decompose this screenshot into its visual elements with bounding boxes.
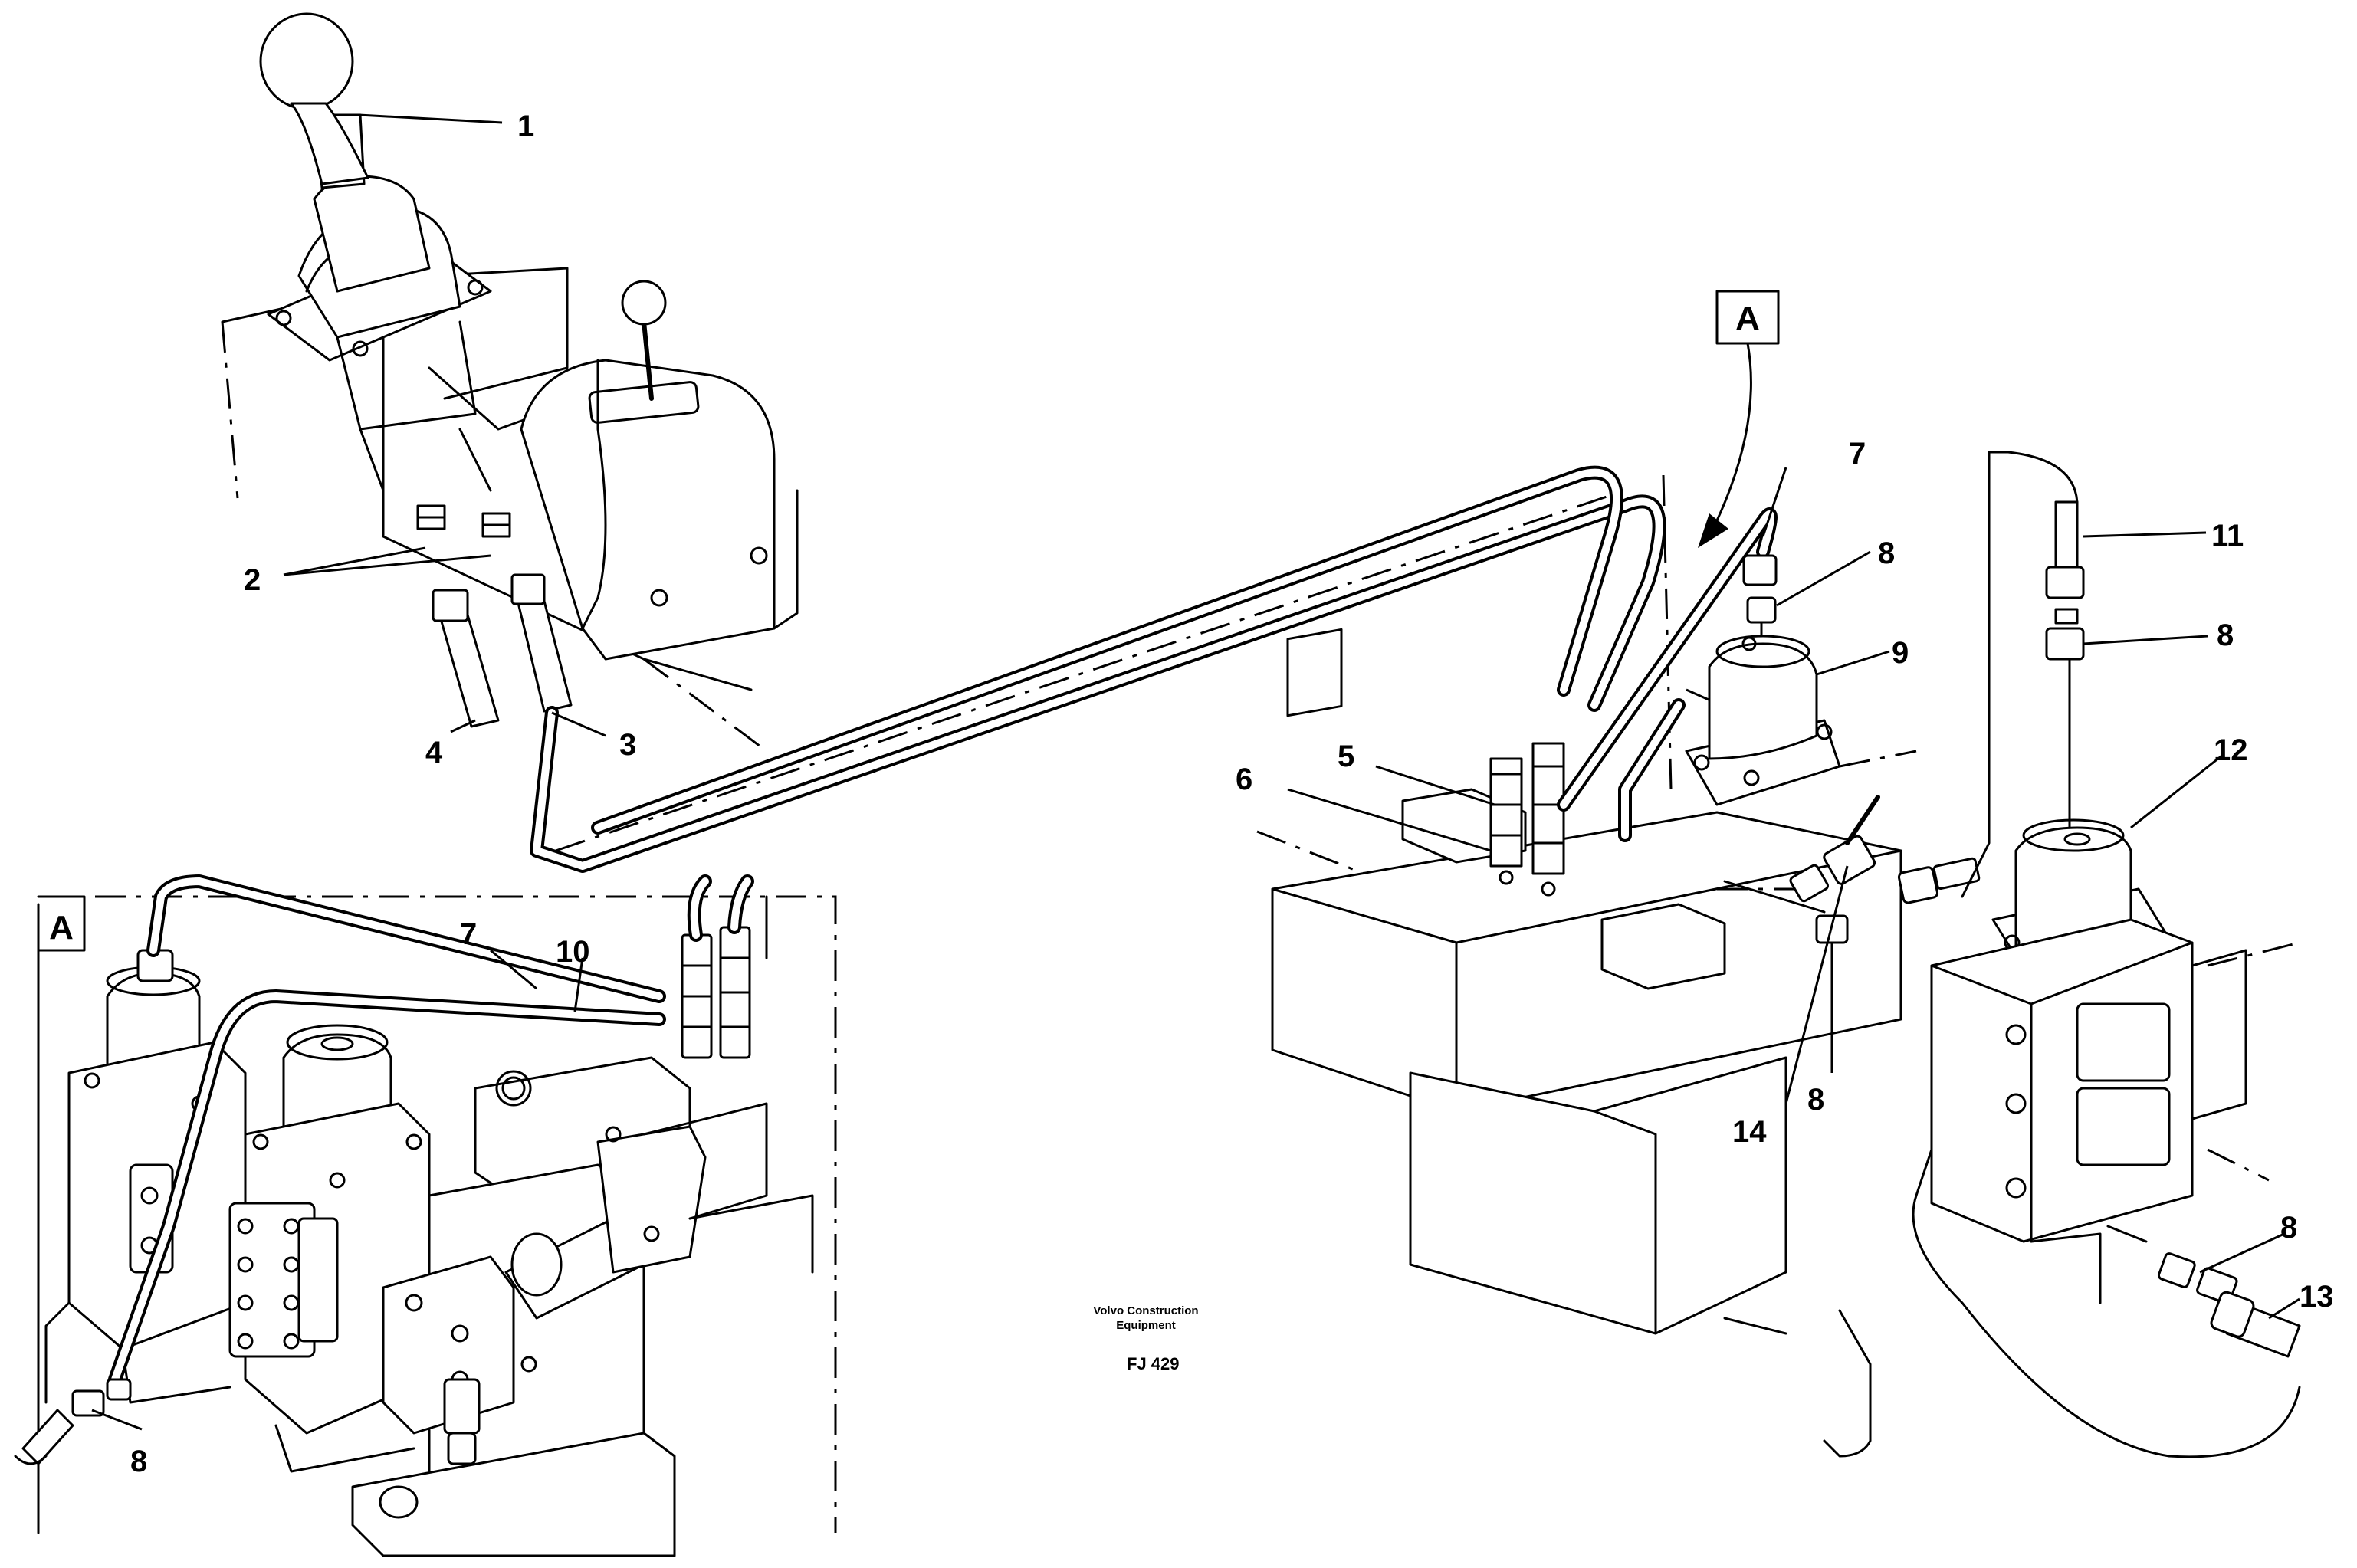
callout-5: 5 bbox=[1338, 740, 1354, 773]
pilot-hose-run bbox=[530, 465, 1666, 873]
callout-11: 11 bbox=[2211, 519, 2244, 553]
callout-8-top: 8 bbox=[1878, 536, 1895, 570]
callout-8-inset: 8 bbox=[130, 1445, 147, 1478]
callout-leaders bbox=[91, 113, 2300, 1431]
callout-8-mid: 8 bbox=[1807, 1083, 1824, 1117]
right-valve-assembly bbox=[1912, 451, 2301, 1458]
brand-line-2: Equipment bbox=[1116, 1319, 1176, 1332]
callout-8-low: 8 bbox=[2280, 1211, 2297, 1245]
callout-8-right: 8 bbox=[2217, 618, 2234, 652]
inset-a-label: A bbox=[49, 909, 74, 946]
callout-14: 14 bbox=[1732, 1115, 1767, 1149]
callout-7: 7 bbox=[1849, 437, 1866, 471]
control-lever-assembly bbox=[221, 12, 799, 753]
callout-3: 3 bbox=[619, 728, 636, 762]
view-a-label: A bbox=[1735, 300, 1760, 337]
callout-7-inset: 7 bbox=[460, 917, 477, 951]
callout-13: 13 bbox=[2300, 1280, 2334, 1314]
callout-9: 9 bbox=[1892, 636, 1909, 670]
view-a-marker: A bbox=[1698, 290, 1780, 548]
callout-12: 12 bbox=[2214, 733, 2248, 767]
figure-code: FJ 429 bbox=[1127, 1354, 1180, 1373]
inset-view-a: A bbox=[14, 874, 837, 1557]
callout-1: 1 bbox=[517, 110, 534, 143]
figure-caption: Volvo Construction Equipment FJ 429 bbox=[1093, 1304, 1198, 1373]
brand-line-1: Volvo Construction bbox=[1093, 1304, 1198, 1317]
callout-10-inset: 10 bbox=[556, 935, 590, 969]
callout-6: 6 bbox=[1236, 763, 1252, 796]
main-valve-block bbox=[1256, 474, 1981, 1458]
callout-4: 4 bbox=[425, 736, 443, 769]
callout-2: 2 bbox=[244, 563, 261, 597]
callout-numbers: 1 2 3 4 5 6 7 8 9 11 8 12 14 8 8 13 7 10… bbox=[130, 110, 2334, 1478]
